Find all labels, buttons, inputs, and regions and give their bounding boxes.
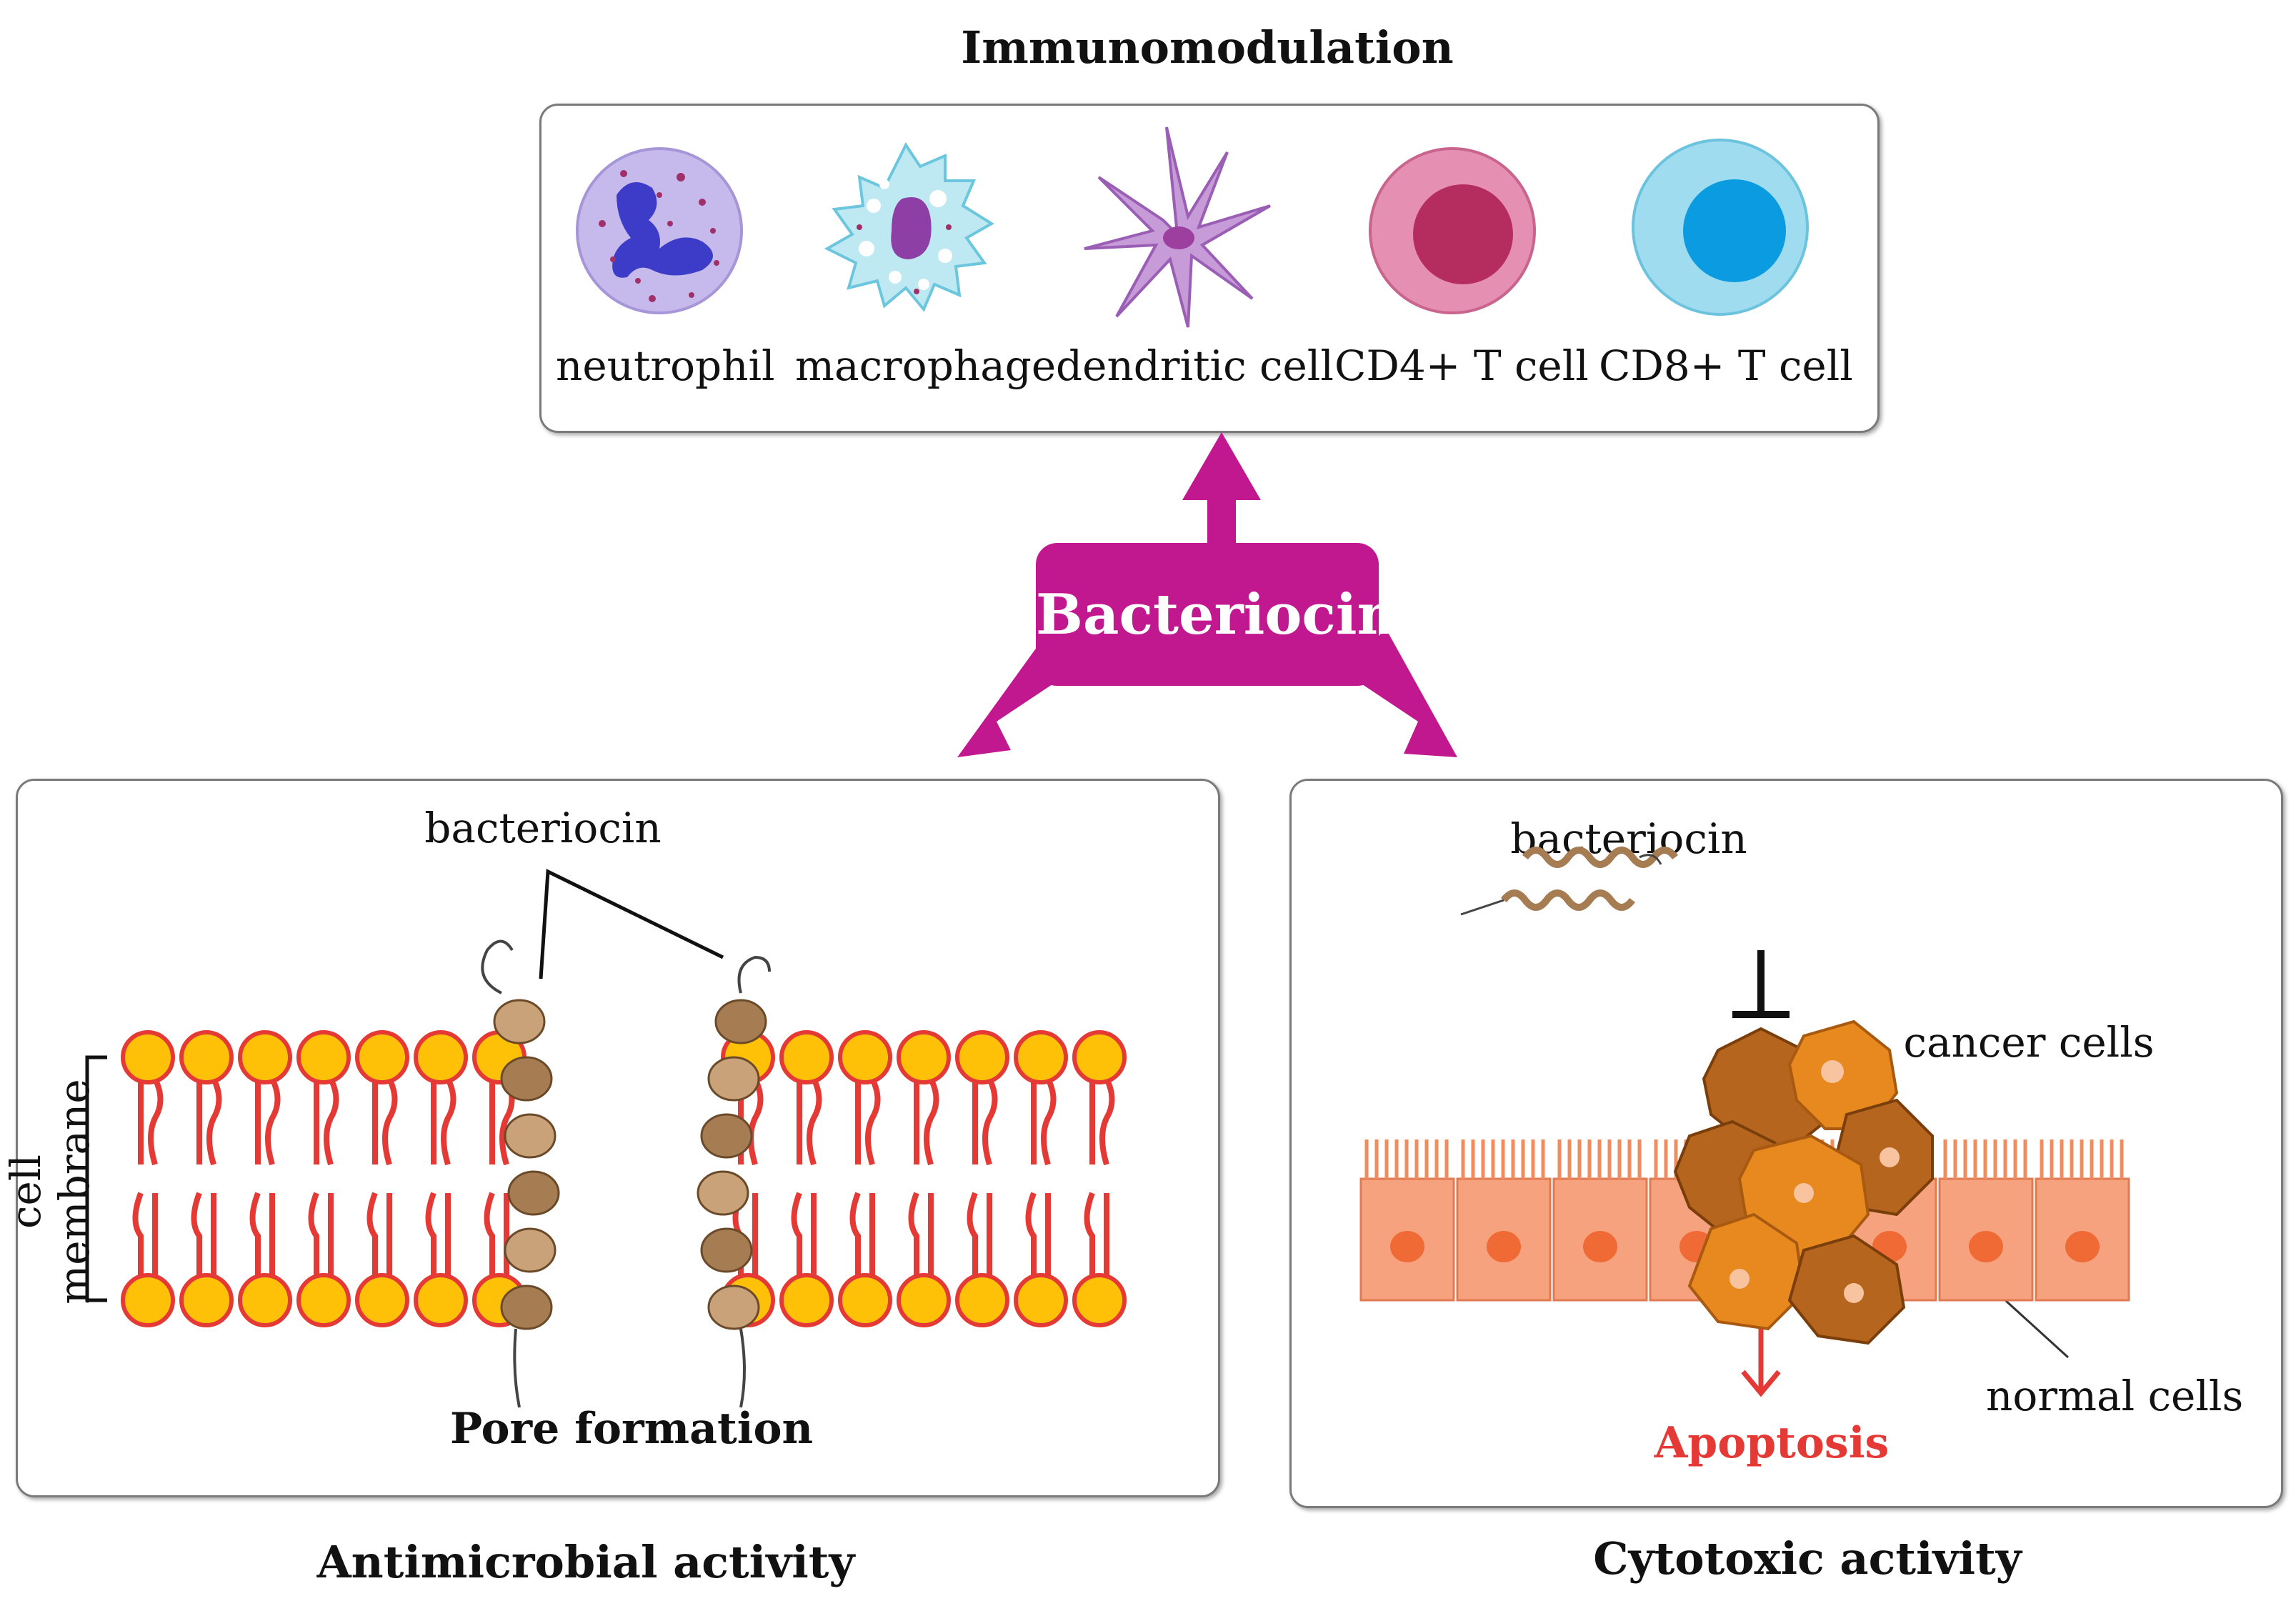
lipid-icon bbox=[838, 1030, 892, 1327]
bacteriocin-helix-left-icon bbox=[481, 939, 560, 1408]
cell-membrane-label: cell membrane bbox=[1, 1079, 99, 1305]
arrow-up-icon bbox=[1182, 432, 1261, 572]
neutrophil-icon bbox=[574, 145, 745, 316]
bacteriocins-label: Bacteriocins bbox=[1036, 582, 1429, 647]
lipid-icon bbox=[1014, 1030, 1068, 1327]
lipid-icon bbox=[1072, 1030, 1127, 1327]
cancer-cells-label: cancer cells bbox=[1903, 1018, 2155, 1067]
normal-cell-icon bbox=[1552, 1139, 1648, 1302]
macrophage-label: macrophage bbox=[795, 341, 1057, 390]
normal-cell-icon bbox=[2035, 1139, 2130, 1302]
normal-cells-label: normal cells bbox=[1986, 1372, 2244, 1420]
lipid-icon bbox=[121, 1030, 175, 1327]
bacteriocins-box bbox=[1036, 543, 1379, 686]
cd4-t-cell-icon bbox=[1367, 145, 1538, 316]
lipid-icon bbox=[355, 1030, 409, 1327]
lipid-icon bbox=[472, 1030, 526, 1327]
apoptosis-label: Apoptosis bbox=[1654, 1418, 1890, 1468]
lipid-icon bbox=[296, 1030, 351, 1327]
bacteriocin-helix-icon bbox=[1460, 847, 1678, 916]
lipid-icon bbox=[414, 1030, 468, 1327]
cancer-cells-icon bbox=[1673, 1019, 1934, 1345]
dendritic-cell-icon bbox=[1081, 124, 1274, 331]
neutrophil-label: neutrophil bbox=[556, 341, 775, 390]
macrophage-icon bbox=[817, 141, 995, 320]
normal-cell-icon bbox=[1456, 1139, 1552, 1302]
immunomodulation-panel: neutrophil macrophage dendritic cell CD4… bbox=[539, 104, 1880, 433]
immunomodulation-title: Immunomodulation bbox=[961, 21, 1454, 74]
antimicrobial-panel bbox=[16, 779, 1220, 1497]
normal-cell-icon bbox=[1938, 1139, 2034, 1302]
lipid-icon bbox=[779, 1030, 834, 1327]
cytotoxic-caption: Cytotoxic activity bbox=[1593, 1532, 2022, 1585]
lipid-icon bbox=[955, 1030, 1009, 1327]
cd8-t-cell-label: CD8+ T cell bbox=[1599, 341, 1853, 390]
bacteriocin-helix-right-icon bbox=[697, 955, 771, 1408]
cd8-t-cell-icon bbox=[1631, 138, 1810, 316]
dendritic-cell-label: dendritic cell bbox=[1056, 341, 1334, 390]
lipid-icon bbox=[238, 1030, 292, 1327]
cytotoxic-diagram bbox=[1289, 779, 2279, 1504]
membrane-diagram bbox=[16, 779, 1216, 1493]
lipid-icon bbox=[179, 1030, 234, 1327]
pore-formation-label: Pore formation bbox=[450, 1404, 814, 1454]
bacteriocin-label-left: bacteriocin bbox=[424, 804, 662, 852]
normal-cell-icon bbox=[1359, 1139, 1455, 1302]
antimicrobial-caption: Antimicrobial activity bbox=[316, 1536, 855, 1588]
lipid-icon bbox=[897, 1030, 951, 1327]
cd4-t-cell-label: CD4+ T cell bbox=[1334, 341, 1589, 390]
